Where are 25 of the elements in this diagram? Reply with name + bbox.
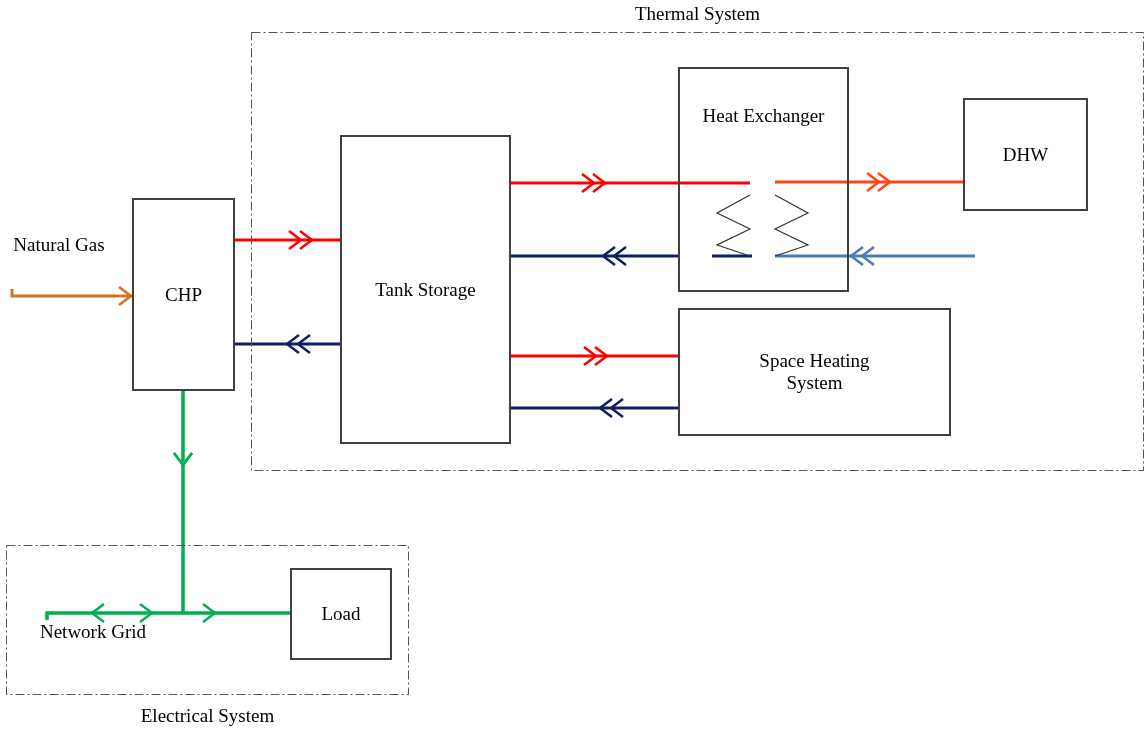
arrow bbox=[511, 245, 678, 267]
arrow bbox=[10, 286, 134, 306]
arrow bbox=[849, 171, 963, 193]
process-box bbox=[963, 98, 1088, 211]
group-title: Thermal System bbox=[633, 3, 762, 25]
box-label: DHW bbox=[1002, 143, 1049, 166]
arrow bbox=[511, 345, 678, 367]
box-label: CHP bbox=[165, 283, 202, 306]
box-label: Tank Storage bbox=[375, 278, 476, 301]
arrow bbox=[235, 333, 340, 355]
storage-box bbox=[340, 135, 511, 444]
box-label: Space Heating System bbox=[758, 350, 871, 394]
process-box bbox=[290, 568, 392, 660]
arrow bbox=[511, 172, 678, 194]
group-title: Electrical System bbox=[139, 705, 276, 727]
process-box bbox=[678, 308, 951, 436]
fuel-label: Natural Gas bbox=[12, 233, 106, 289]
process-box bbox=[132, 198, 235, 391]
arrow bbox=[848, 245, 975, 267]
arrow bbox=[235, 229, 340, 251]
grid-label: Network Grid bbox=[24, 620, 162, 646]
arrow bbox=[511, 397, 678, 419]
box-label: Heat Exchanger bbox=[702, 105, 825, 127]
exchanger-box bbox=[678, 67, 849, 292]
box-label: Load bbox=[321, 603, 361, 625]
